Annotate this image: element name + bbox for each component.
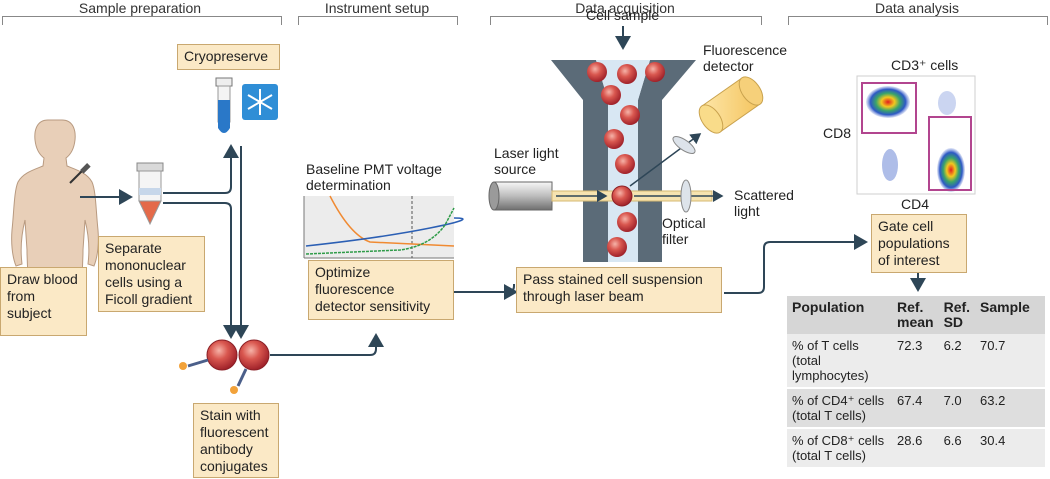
cell-ref-sd: 6.2 (943, 338, 962, 353)
gate-cells-box: Gate cell populations of interest (871, 214, 967, 273)
header-ref-mean: Ref. mean (897, 299, 934, 330)
cell-sample: 30.4 (975, 427, 1045, 467)
header-ref-sd: Ref. SD (943, 299, 971, 330)
fluorescence-detector-icon (698, 76, 764, 134)
pmt-voltage-plot (303, 195, 464, 259)
cell-ref-mean: 72.3 (897, 338, 923, 353)
stain-box: Stain with fluorescent antibody conjugat… (193, 403, 279, 478)
cell-ref-mean: 67.4 (892, 387, 939, 428)
cell-sample: 63.2 (975, 387, 1045, 428)
cd8-axis-label: CD8 (823, 125, 852, 141)
cell-population: % of CD4⁺ cells (total T cells) (787, 387, 892, 428)
optimize-box: Optimize fluorescence detector sensitivi… (308, 260, 454, 320)
results-table: Population Ref. mean Ref. SD Sample % of… (787, 296, 1045, 467)
table-row: % of CD4⁺ cells (total T cells) 67.4 7.0… (787, 387, 1045, 428)
bracket-instrument-setup (298, 16, 458, 25)
syringe-icon (69, 163, 91, 184)
bracket-data-analysis (788, 16, 1048, 25)
table-row: % of CD8⁺ cells (total T cells) 28.6 6.6… (787, 427, 1045, 467)
cd3-cells-label: CD3⁺ cells (891, 57, 959, 73)
optical-filter-label: Optical filter (662, 215, 706, 247)
cell-population: % of CD8⁺ cells (total T cells) (787, 427, 892, 467)
cell-sample: 70.7 (980, 338, 1006, 353)
stained-cells-icon (179, 339, 270, 394)
scattered-light-label: Scattered light (734, 187, 794, 219)
cell-ref-sd: 7.0 (938, 387, 976, 428)
table-header-row: Population Ref. mean Ref. SD Sample (787, 296, 1045, 334)
cell-ref-mean: 28.6 (892, 427, 939, 467)
section-title-data-acquisition: Data acquisition (575, 0, 675, 16)
bracket-sample-prep (2, 16, 282, 25)
draw-blood-box: Draw blood from subject (0, 267, 87, 336)
table-row: % of T cells (total lymphocytes) 72.3 6.… (787, 334, 1045, 388)
cryopreserve-box: Cryopreserve (177, 44, 280, 70)
bracket-data-acquisition (490, 16, 762, 25)
laser-source-icon (488, 181, 553, 211)
cd4-cd8-scatter-plot (856, 75, 976, 195)
cell-population: % of T cells (total lymphocytes) (792, 338, 869, 383)
section-title-data-analysis: Data analysis (874, 0, 960, 16)
separate-cells-box: Separate mononuclear cells using a Ficol… (98, 236, 205, 312)
header-sample: Sample (980, 299, 1030, 315)
section-title-sample-prep: Sample preparation (78, 0, 202, 16)
flow-cell-icon (551, 26, 696, 262)
cd4-axis-label: CD4 (901, 196, 930, 212)
snowflake-icon (242, 84, 278, 120)
pass-suspension-box: Pass stained cell suspension through las… (516, 267, 722, 313)
ficoll-tube-icon (136, 162, 164, 226)
header-population: Population (792, 299, 865, 315)
cell-sample-label: Cell sample (586, 7, 660, 23)
laser-source-label: Laser light source (494, 145, 559, 177)
section-title-instrument-setup: Instrument setup (324, 0, 430, 16)
baseline-pmt-label: Baseline PMT voltage determination (306, 161, 442, 193)
cryo-tube-icon (215, 77, 233, 133)
fluorescence-detector-label: Fluorescence detector (703, 42, 788, 74)
cell-ref-sd: 6.6 (938, 427, 976, 467)
